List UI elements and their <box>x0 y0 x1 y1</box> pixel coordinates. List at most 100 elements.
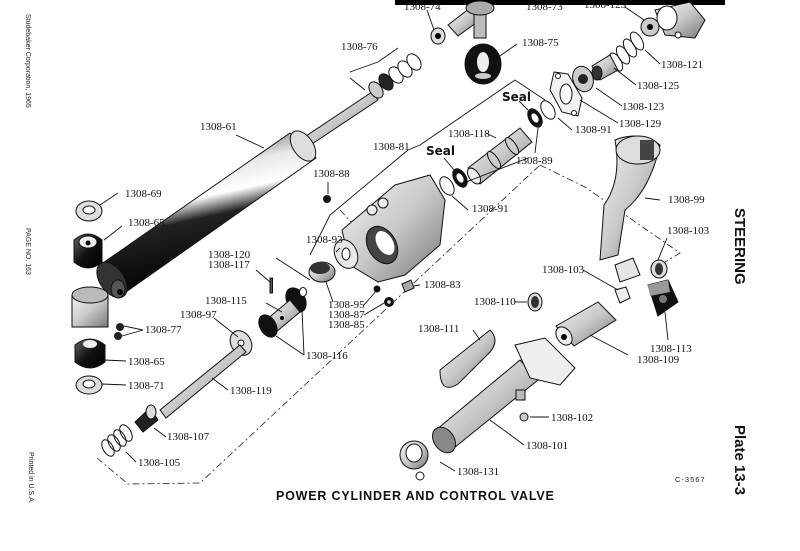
plunger-1308-125 <box>591 54 619 81</box>
label-1308-65-upper[interactable]: 1308-65 <box>128 217 165 229</box>
spring-1308-121 <box>608 31 645 72</box>
dust-boot-1308-75 <box>464 43 502 85</box>
piston-1308-115 <box>258 287 307 338</box>
label-1308-65-lower[interactable]: 1308-65 <box>128 356 165 368</box>
assembly-outline-arm <box>539 164 681 266</box>
bushing-1308-103-right <box>650 259 668 279</box>
label-1308-101[interactable]: 1308-101 <box>526 440 568 452</box>
label-1308-107[interactable]: 1308-107 <box>167 431 210 443</box>
label-1308-76[interactable]: 1308-76 <box>341 41 378 53</box>
seal-lower <box>452 168 468 188</box>
valve-end-housing <box>640 1 706 39</box>
seal-ring-1308-91-upper <box>540 100 556 120</box>
label-1308-97[interactable]: 1308-97 <box>180 309 217 321</box>
nut-1308-88 <box>323 195 331 203</box>
printed-text: Printed in U.S.A. <box>27 452 34 504</box>
part-labels: 1308-74 1308-73 1308-123 1308-76 1308-75… <box>125 0 710 478</box>
label-1308-73[interactable]: 1308-73 <box>526 1 563 13</box>
seal-1308-110 <box>527 292 543 312</box>
label-1308-118[interactable]: 1308-118 <box>448 128 490 140</box>
end-plug-1308-65-lower <box>74 338 106 369</box>
dust-cap-1308-69 <box>75 200 103 222</box>
fitting-1308-102 <box>519 412 529 422</box>
label-1308-123[interactable]: 1308-123 <box>622 101 665 113</box>
label-1308-99[interactable]: 1308-99 <box>668 194 705 206</box>
washer-1308-93 <box>333 239 359 269</box>
sleeve-1308-107 <box>134 404 159 433</box>
label-1308-91-upper[interactable]: 1308-91 <box>575 124 612 136</box>
washer-1308-123 <box>572 65 594 93</box>
label-1308-102[interactable]: 1308-102 <box>551 412 593 424</box>
boot-sleeve <box>71 286 109 328</box>
nut-1308-74 <box>430 27 446 45</box>
block-1308-113 <box>647 279 679 317</box>
valve-spool-1308-118 <box>466 127 533 185</box>
nuts-1308-77 <box>114 323 124 340</box>
label-1308-120[interactable]: 1308-120 <box>208 249 251 261</box>
pitman-arm-1308-99 <box>599 135 661 283</box>
label-1308-81[interactable]: 1308-81 <box>373 141 410 153</box>
label-1308-89[interactable]: 1308-89 <box>516 155 553 167</box>
label-1308-93[interactable]: 1308-93 <box>306 234 343 246</box>
label-1308-95[interactable]: 1308-95 <box>328 299 365 311</box>
plate-number: Plate 13-3 <box>731 425 748 495</box>
shield-1308-111 <box>439 329 496 388</box>
label-1308-87[interactable]: 1308-87 <box>328 309 365 321</box>
clamp-1308-131 <box>399 440 429 481</box>
piston-rod-1308-119 <box>159 344 247 419</box>
label-1308-69[interactable]: 1308-69 <box>125 188 162 200</box>
nut-1308-85 <box>384 297 394 307</box>
label-1308-121[interactable]: 1308-121 <box>661 59 703 71</box>
label-1308-74[interactable]: 1308-74 <box>404 1 441 13</box>
label-1308-125[interactable]: 1308-125 <box>637 80 680 92</box>
fitting-1308-83 <box>401 279 415 293</box>
label-1308-77[interactable]: 1308-77 <box>145 324 182 336</box>
label-1308-71[interactable]: 1308-71 <box>128 380 165 392</box>
drawing-code: C-3567 <box>675 475 706 484</box>
seal-upper <box>527 108 543 128</box>
top-header-band <box>395 0 725 5</box>
seal-ring-1308-91-lower <box>439 176 455 196</box>
label-seal-upper[interactable]: Seal <box>502 90 531 104</box>
label-1308-75[interactable]: 1308-75 <box>522 37 559 49</box>
shaft-1308-109 <box>555 301 617 347</box>
label-1308-91-lower[interactable]: 1308-91 <box>472 203 509 215</box>
label-1308-129[interactable]: 1308-129 <box>619 118 662 130</box>
copyright-text: Studebaker Corporation, 1965 <box>24 14 31 108</box>
valve-body <box>341 174 446 283</box>
label-1308-110[interactable]: 1308-110 <box>474 296 516 308</box>
label-1308-115[interactable]: 1308-115 <box>205 295 247 307</box>
spring-1308-105 <box>101 424 133 457</box>
label-1308-83[interactable]: 1308-83 <box>424 279 461 291</box>
label-1308-123-top[interactable]: 1308-123 <box>584 0 627 11</box>
rod-seal-set-1308-76 <box>368 53 422 99</box>
power-cylinder-1308-61 <box>96 91 379 299</box>
diagram-title: POWER CYLINDER AND CONTROL VALVE <box>276 489 555 503</box>
retainer-1308-103-left <box>614 286 631 304</box>
label-1308-103-left[interactable]: 1308-103 <box>542 264 585 276</box>
pin-1308-117 <box>269 277 273 294</box>
label-1308-111[interactable]: 1308-111 <box>418 323 459 335</box>
ball-stud-1308-73 <box>447 0 495 39</box>
label-1308-131[interactable]: 1308-131 <box>457 466 499 478</box>
label-1308-109[interactable]: 1308-109 <box>637 354 680 366</box>
label-1308-117[interactable]: 1308-117 <box>208 259 250 271</box>
label-seal-lower[interactable]: Seal <box>426 144 455 158</box>
label-1308-88[interactable]: 1308-88 <box>313 168 350 180</box>
label-1308-116[interactable]: 1308-116 <box>306 350 348 362</box>
end-plate-1308-129 <box>549 71 583 117</box>
dust-cap-1308-71 <box>75 375 103 395</box>
label-1308-119[interactable]: 1308-119 <box>230 385 272 397</box>
cup-1308-95 <box>308 261 336 283</box>
assembly-outline-lower <box>96 164 541 485</box>
label-1308-105[interactable]: 1308-105 <box>138 457 181 469</box>
label-1308-113[interactable]: 1308-113 <box>650 343 692 355</box>
end-plug-1308-65-upper <box>73 233 103 269</box>
label-1308-85[interactable]: 1308-85 <box>328 319 365 331</box>
column-tube-1308-101 <box>432 337 576 454</box>
label-1308-61[interactable]: 1308-61 <box>200 121 237 133</box>
leader-lines <box>99 6 669 472</box>
label-1308-103-right[interactable]: 1308-103 <box>667 225 710 237</box>
section-heading: STEERING <box>731 208 748 285</box>
